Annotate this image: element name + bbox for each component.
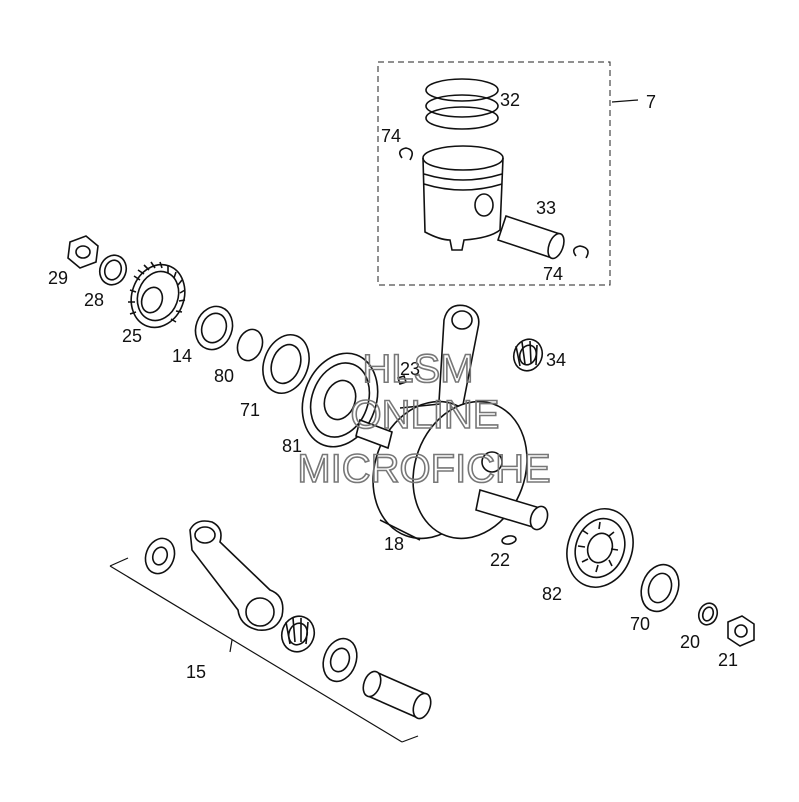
key-23[interactable] <box>396 374 408 386</box>
connecting-rod[interactable] <box>189 520 284 632</box>
o-ring-80[interactable] <box>233 326 266 364</box>
callout-71[interactable]: 71 <box>240 400 260 420</box>
callout-28[interactable]: 28 <box>84 290 104 310</box>
callout-80[interactable]: 80 <box>214 366 234 386</box>
conrod-kit-bracket <box>109 557 419 743</box>
primary-gear[interactable] <box>123 257 194 335</box>
thrust-washer-lower[interactable] <box>317 634 362 686</box>
callout-74-upper[interactable]: 74 <box>381 126 401 146</box>
watermark: HLSM ONLINE MICROFICHE <box>297 346 552 492</box>
nut-right[interactable] <box>727 615 755 647</box>
washer-20[interactable] <box>696 601 720 628</box>
needle-bearing-34[interactable] <box>509 335 546 375</box>
piston-pin[interactable] <box>496 214 567 261</box>
callout-33[interactable]: 33 <box>536 198 556 218</box>
conrod-needle-bearing[interactable] <box>277 612 319 657</box>
callout-74-lower[interactable]: 74 <box>543 264 563 284</box>
circlip-upper[interactable] <box>398 147 414 161</box>
callout-34[interactable]: 34 <box>546 350 566 370</box>
callout-15[interactable]: 15 <box>186 662 206 682</box>
callout-32[interactable]: 32 <box>500 90 520 110</box>
callout-82[interactable]: 82 <box>542 584 562 604</box>
bearing-14[interactable] <box>190 301 239 355</box>
crankshaft-assembly[interactable] <box>354 304 550 554</box>
callout-29[interactable]: 29 <box>48 268 68 288</box>
piston-group-box <box>377 61 639 286</box>
woodruff-key-22[interactable] <box>501 535 517 545</box>
callout-18[interactable]: 18 <box>384 534 404 554</box>
circlip-lower[interactable] <box>572 245 589 259</box>
watermark-line3: MICROFICHE <box>297 447 550 491</box>
callout-23[interactable]: 23 <box>400 359 420 379</box>
seal-70[interactable] <box>635 559 685 616</box>
callout-20[interactable]: 20 <box>680 632 700 652</box>
callout-labels: 7 32 74 33 74 29 28 25 14 80 71 81 23 34… <box>48 90 738 682</box>
watermark-line1: HLSM <box>362 347 473 391</box>
callout-70[interactable]: 70 <box>630 614 650 634</box>
piston-rings[interactable] <box>425 78 499 130</box>
main-bearing-82[interactable] <box>556 499 644 596</box>
callout-14[interactable]: 14 <box>172 346 192 366</box>
seal-71[interactable] <box>255 328 317 399</box>
crank-pin[interactable] <box>360 669 434 721</box>
callout-22[interactable]: 22 <box>490 550 510 570</box>
piston[interactable] <box>422 145 504 251</box>
thrust-washer-upper[interactable] <box>141 534 180 577</box>
watermark-line2: ONLINE <box>351 393 500 437</box>
nut-left[interactable] <box>67 235 99 269</box>
callout-7[interactable]: 7 <box>646 92 656 112</box>
callout-21[interactable]: 21 <box>718 650 738 670</box>
washer-left[interactable] <box>96 251 131 288</box>
callout-25[interactable]: 25 <box>122 326 142 346</box>
callout-81[interactable]: 81 <box>282 436 302 456</box>
